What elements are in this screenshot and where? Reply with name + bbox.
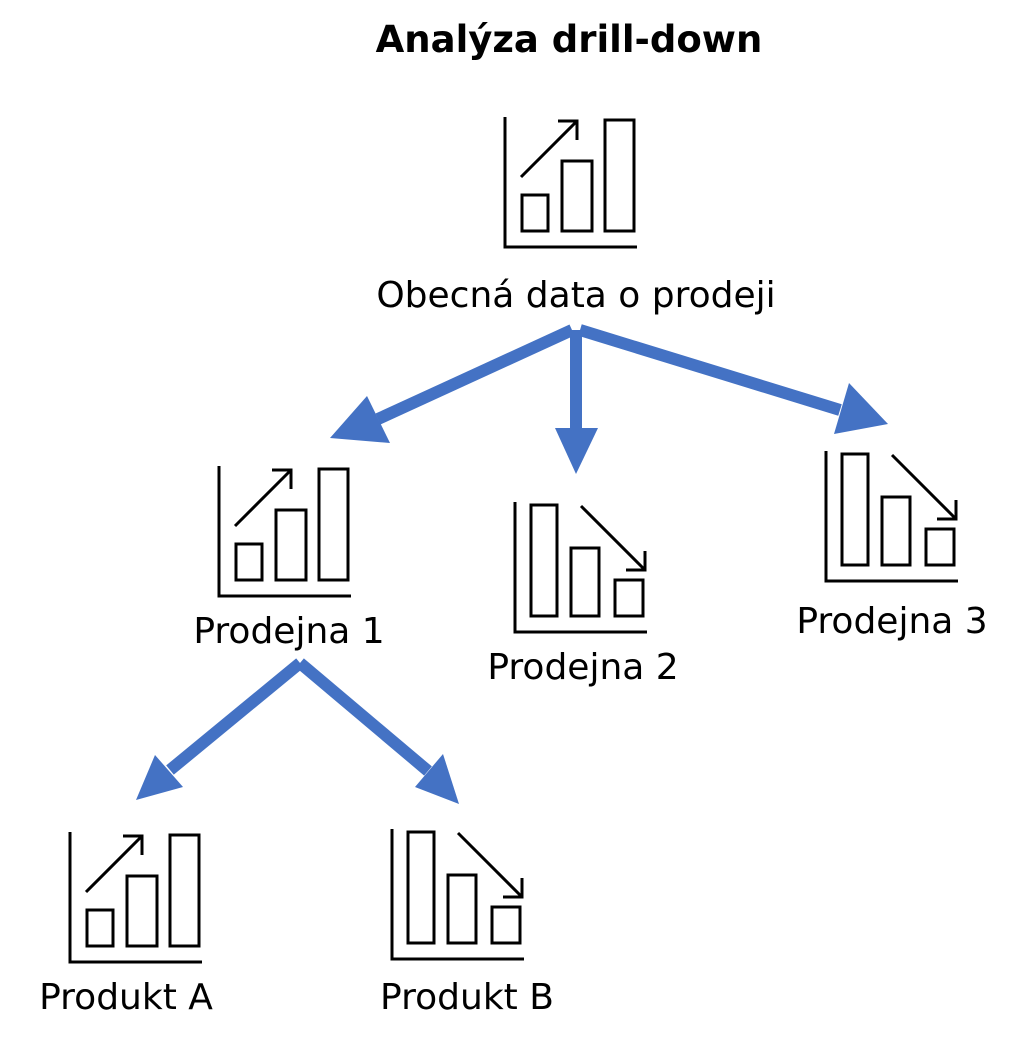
chart-trend-up-icon — [68, 830, 204, 964]
node-root-label: Obecná data o prodeji — [376, 275, 775, 316]
chart-trend-up-icon — [217, 464, 353, 598]
node-productA-label: Produkt A — [39, 977, 213, 1018]
node-productB: Produkt B — [380, 827, 554, 1018]
node-productA: Produkt A — [39, 830, 213, 1018]
node-store2-label: Prodejna 2 — [487, 647, 678, 688]
chart-trend-down-icon — [824, 449, 960, 583]
edge-root-to-store3 — [578, 324, 888, 434]
edge-store1-to-productB — [296, 658, 459, 804]
node-store3-label: Prodejna 3 — [796, 601, 987, 642]
node-store1-label: Prodejna 1 — [193, 611, 384, 652]
node-productB-label: Produkt B — [380, 977, 554, 1018]
chart-trend-down-icon — [390, 827, 526, 961]
chart-trend-up-icon — [503, 115, 639, 249]
chart-trend-down-icon — [513, 500, 649, 634]
edge-root-to-store2 — [555, 330, 598, 474]
node-store3: Prodejna 3 — [796, 449, 988, 642]
node-root: Obecná data o prodeji — [376, 115, 776, 316]
node-store1: Prodejna 1 — [193, 464, 385, 652]
node-store2: Prodejna 2 — [487, 500, 679, 688]
diagram-title: Analýza drill-down — [376, 18, 763, 61]
edge-root-to-store1 — [330, 324, 575, 443]
edge-store1-to-productA — [136, 658, 304, 800]
